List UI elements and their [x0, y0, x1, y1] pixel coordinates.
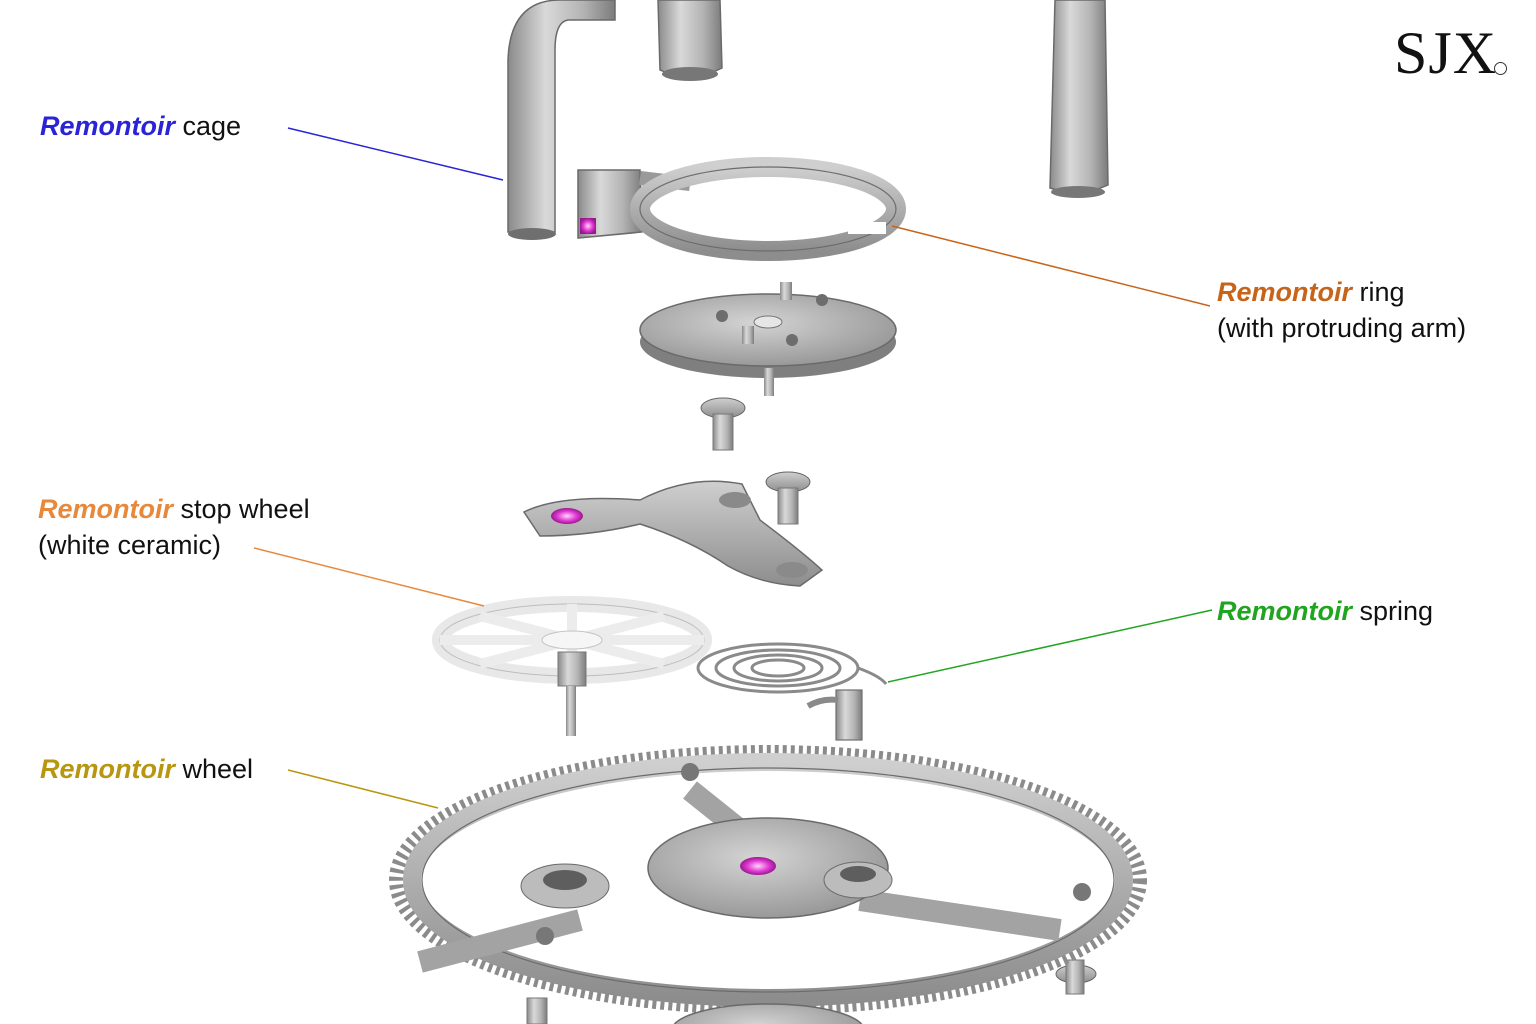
label-text: cage	[175, 111, 242, 141]
remontoir-wheel	[389, 745, 1147, 1015]
ruby-jewel-icon	[551, 508, 583, 524]
label-text: wheel	[175, 754, 254, 784]
label-emphasis: Remontoir	[40, 111, 175, 141]
label-subtext: (white ceramic)	[38, 530, 222, 560]
screw-icon	[700, 397, 746, 451]
screw-icon	[526, 997, 548, 1024]
round-plate	[639, 282, 897, 396]
label-text: stop wheel	[173, 494, 310, 524]
cage-leader-line	[287, 127, 504, 181]
ring-leader-line	[891, 225, 1211, 307]
label-remontoir-cage: Remontoir cage	[40, 108, 241, 144]
screw-icon	[765, 471, 811, 525]
label-remontoir-wheel: Remontoir wheel	[40, 751, 253, 787]
wheel-leader-line	[287, 769, 439, 809]
label-text: spring	[1352, 596, 1434, 626]
label-emphasis: Remontoir	[1217, 277, 1352, 307]
lower-plate	[673, 1003, 863, 1024]
sjx-logo: SJX	[1394, 20, 1498, 86]
label-remontoir-ring: Remontoir ring (with protruding arm)	[1217, 274, 1466, 346]
label-remontoir-spring: Remontoir spring	[1217, 593, 1433, 629]
remontoir-stop-wheel	[432, 596, 712, 736]
ruby-pallet-icon	[580, 218, 596, 234]
remontoir-ring	[577, 157, 906, 261]
stop-wheel-leader-line	[253, 547, 485, 607]
label-emphasis: Remontoir	[38, 494, 173, 524]
label-text: ring	[1352, 277, 1405, 307]
remontoir-cage	[507, 0, 1109, 240]
spring-leader-line	[887, 609, 1213, 683]
label-subtext: (with protruding arm)	[1217, 313, 1467, 343]
label-emphasis: Remontoir	[1217, 596, 1352, 626]
screw-icon	[1055, 959, 1097, 995]
small-bridge	[522, 480, 824, 587]
remontoir-spring	[696, 642, 888, 741]
label-emphasis: Remontoir	[40, 754, 175, 784]
logo-circle-icon	[1494, 62, 1507, 75]
label-remontoir-stop-wheel: Remontoir stop wheel (white ceramic)	[38, 491, 310, 563]
ruby-jewel-icon	[740, 857, 776, 875]
